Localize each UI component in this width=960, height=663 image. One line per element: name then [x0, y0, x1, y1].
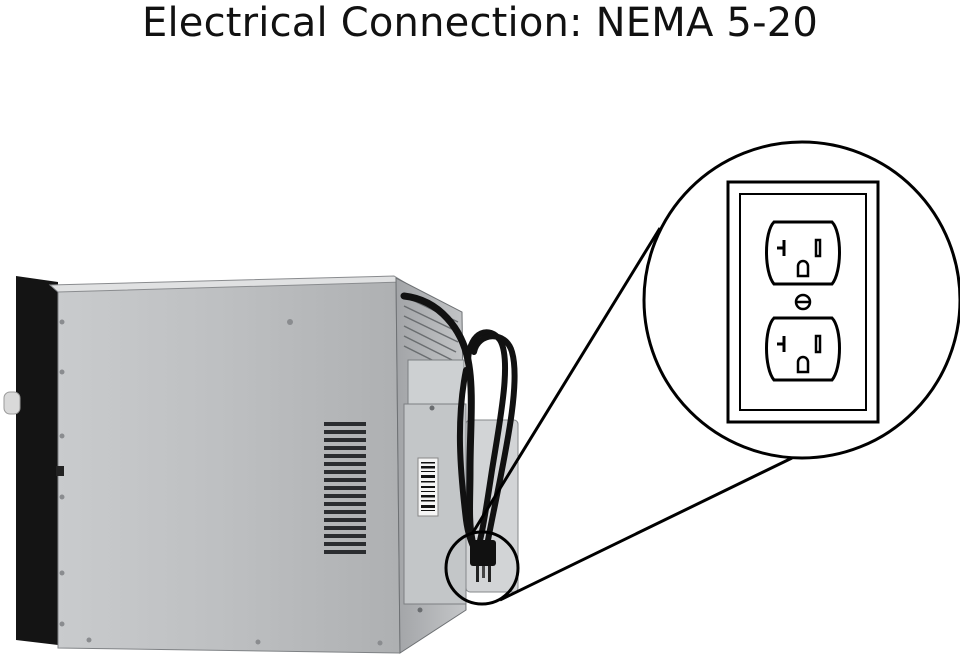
door-knob	[3, 391, 21, 415]
side-latch	[56, 466, 64, 476]
door-frame	[16, 276, 58, 645]
center-screw-icon	[794, 293, 812, 311]
hot-slot	[814, 334, 822, 354]
plug-icon	[470, 540, 496, 582]
page-title: Electrical Connection: NEMA 5-20	[141, 0, 819, 46]
callout-line-bottom	[499, 456, 793, 602]
hot-slot	[814, 238, 822, 258]
wall-plate-inner	[739, 193, 867, 411]
lower-receptacle	[765, 316, 841, 382]
duplex-outlet-icon	[726, 180, 880, 424]
neutral-slot-t	[777, 240, 786, 256]
upper-receptacle	[765, 220, 841, 286]
panel-screws	[59, 319, 383, 646]
neutral-slot-t	[777, 336, 786, 352]
detail-callout	[444, 140, 960, 606]
appliance	[3, 275, 519, 654]
ground-slot	[796, 355, 810, 374]
callout-line-top	[470, 227, 662, 535]
vent-grille	[324, 422, 366, 554]
barcode-label	[417, 457, 439, 517]
plug-highlight-circle	[444, 530, 520, 606]
back-module-upper	[407, 359, 465, 409]
ground-slot	[796, 259, 810, 278]
